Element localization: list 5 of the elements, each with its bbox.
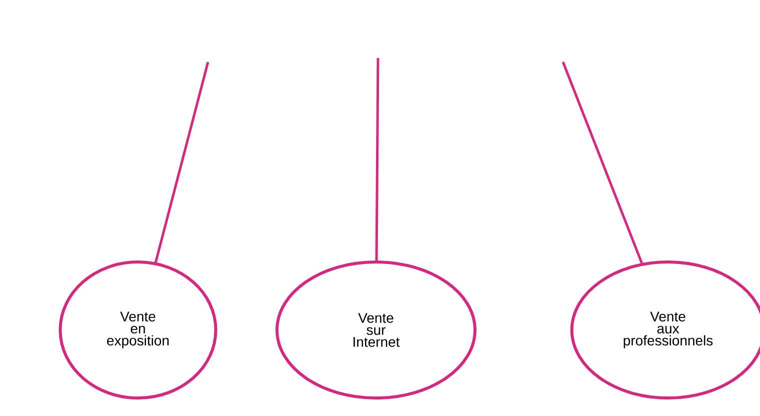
connector-line [375, 58, 380, 261]
ellipse-node: Vente en exposition [58, 260, 218, 400]
ellipse-node: Vente sur Internet [276, 260, 476, 400]
connector-line [154, 62, 210, 263]
connector-line [562, 62, 643, 264]
